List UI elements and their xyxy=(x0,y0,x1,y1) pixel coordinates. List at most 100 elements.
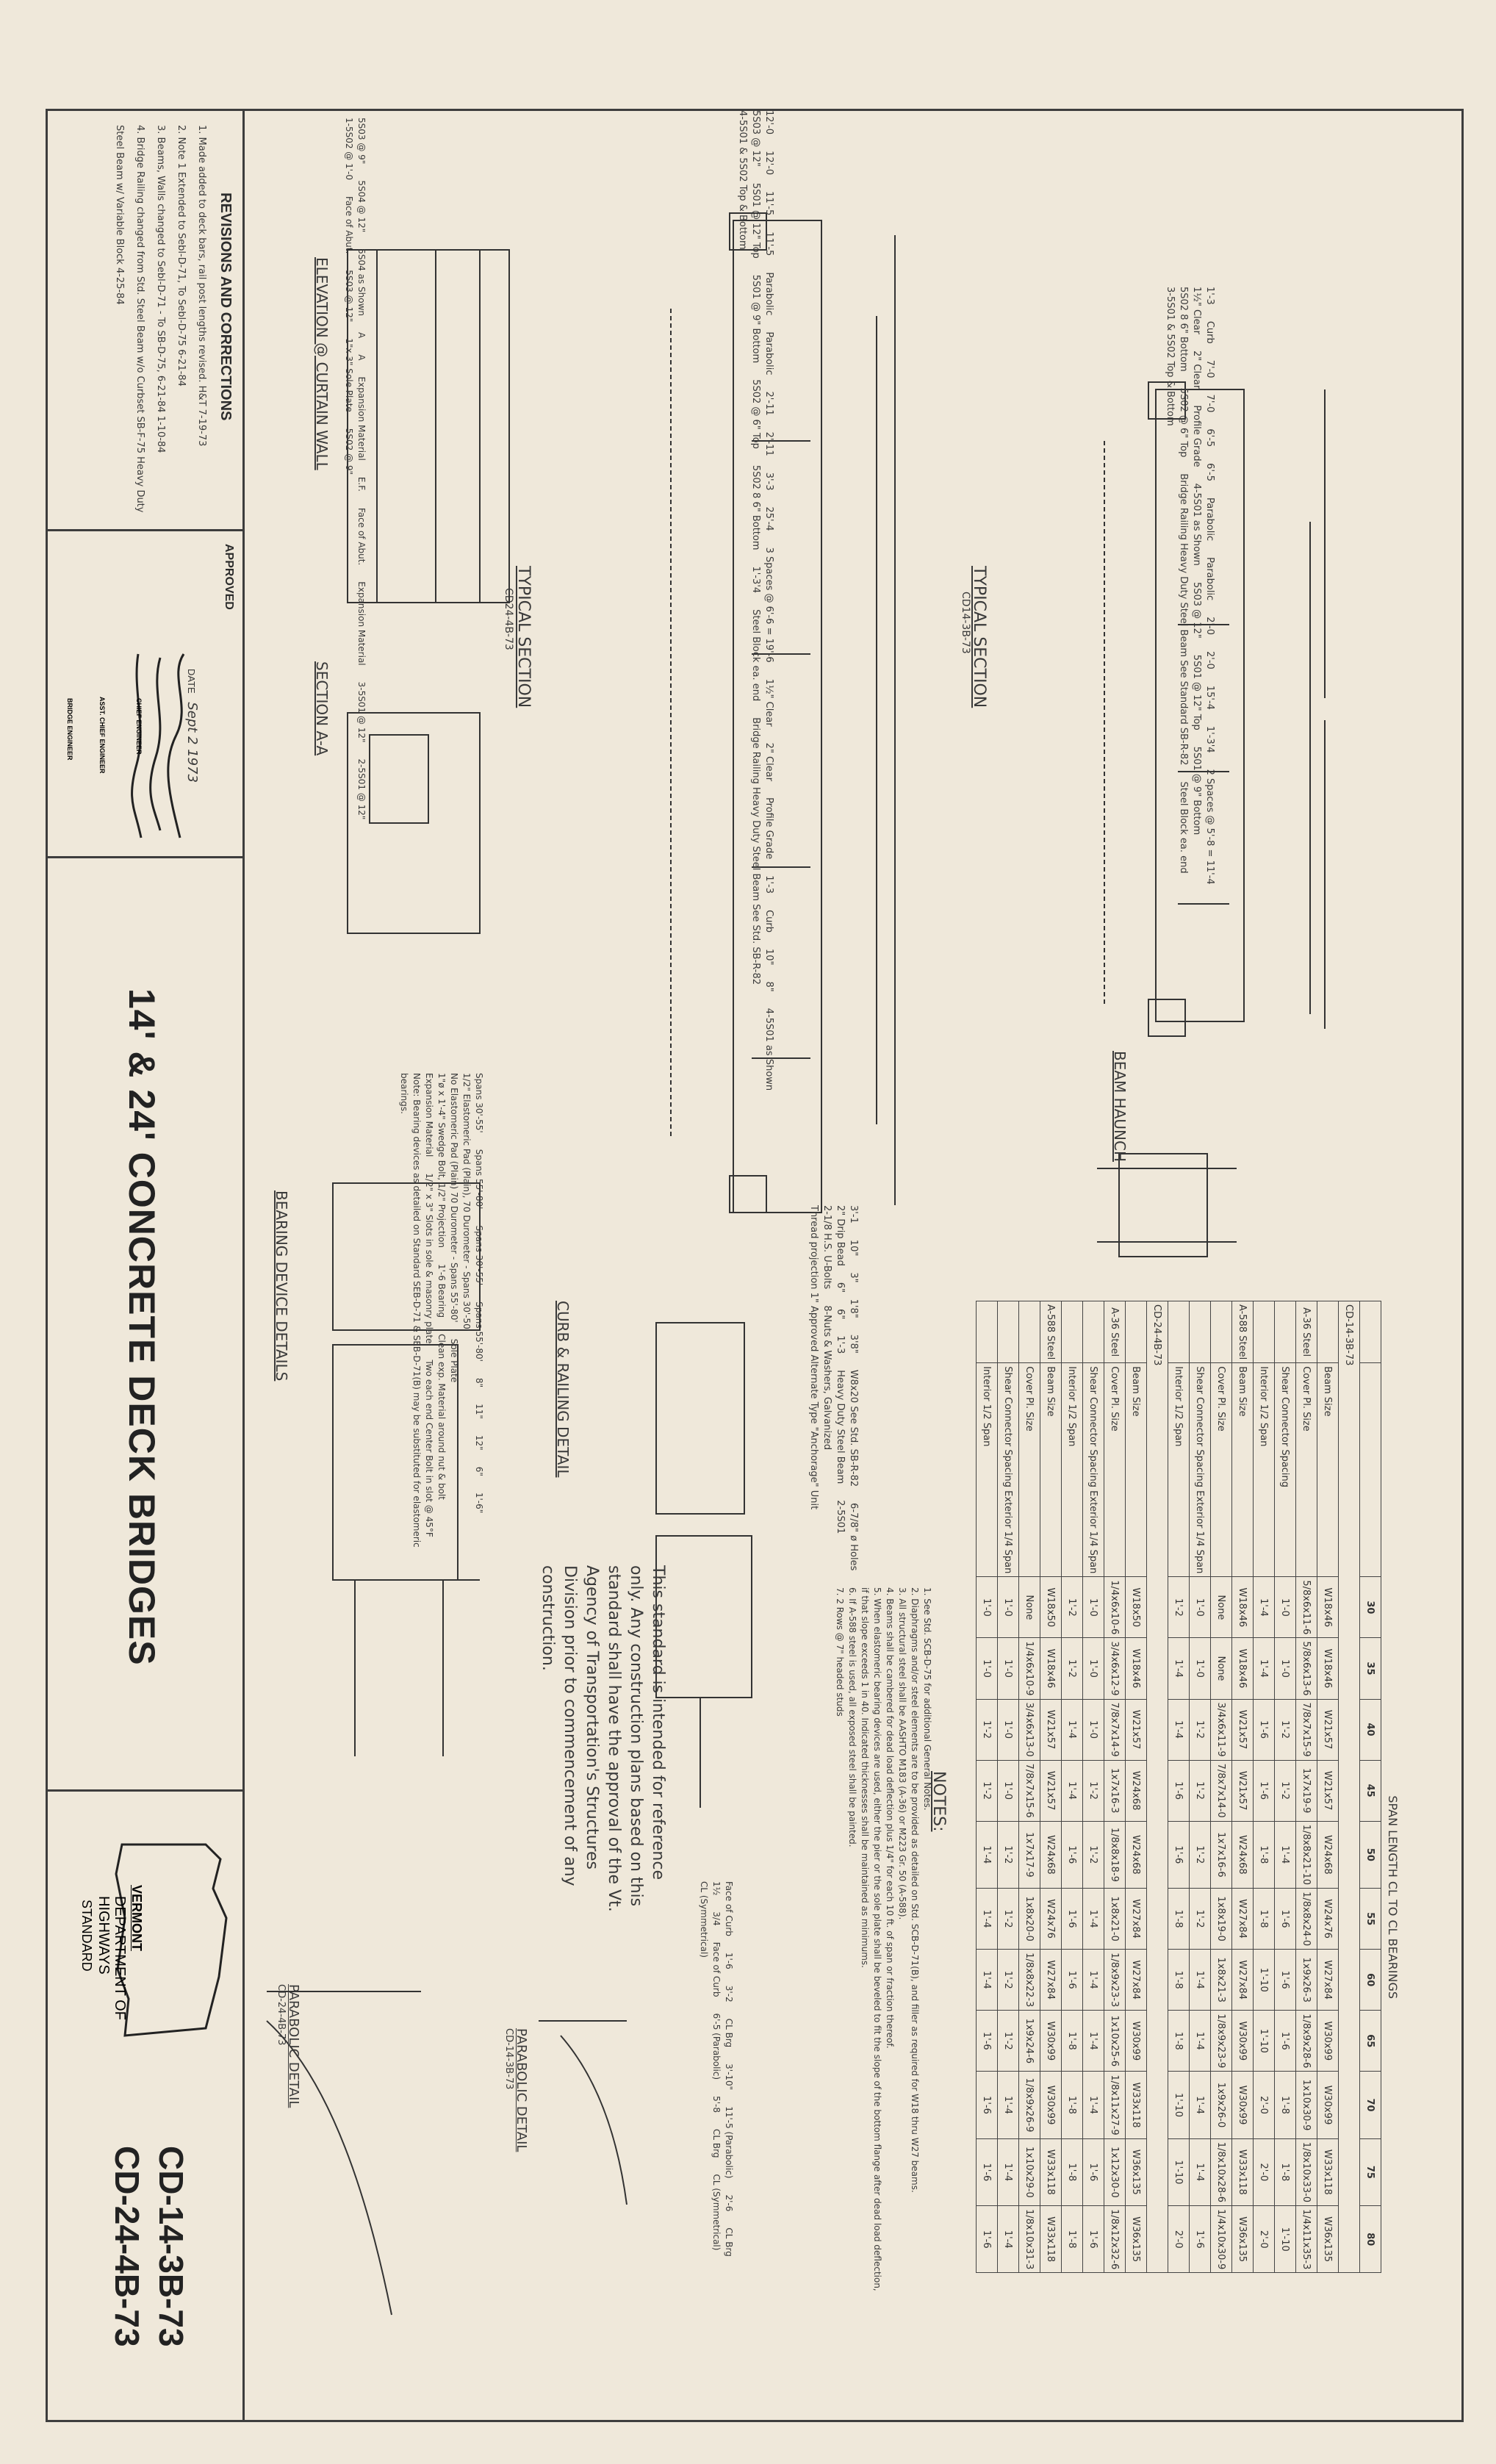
table-cell: 1/4x10x30-9 xyxy=(1210,2205,1232,2273)
agency-state: VERMONT xyxy=(129,1885,144,1951)
dimension-label: 4-5S01 as Shown xyxy=(1191,483,1202,566)
dimension-label: A xyxy=(356,332,367,339)
dimension-label: E.F. xyxy=(356,476,367,492)
table-cell: W30x99 xyxy=(1040,2071,1062,2139)
asst-chief-engineer-label: ASST. CHIEF ENGINEER xyxy=(98,697,106,774)
group-cell xyxy=(976,1301,998,1363)
dimension-label: 1'-3 xyxy=(835,1335,846,1354)
table-cell: 1'-2 xyxy=(1189,1699,1211,1761)
row-label-cell: Beam Size xyxy=(1125,1362,1147,1577)
table-cell: 1'-6 xyxy=(976,2071,998,2139)
dimension-label: 6-7/8" ø Holes xyxy=(848,1503,859,1571)
table-cell: 1'-4 xyxy=(997,2205,1019,2273)
parabolic-annotations: Face of Curb1'-63'-2CL Brg3'-10"11'-5 (P… xyxy=(697,1881,735,2293)
dimension-label: Spans 55'-80' xyxy=(474,1149,484,1210)
table-cell: 1x8x19-0 xyxy=(1210,1888,1232,1950)
dimension-label: 12'-0 xyxy=(763,151,774,176)
row-label-cell: Shear Connector Spacing Exterior 1/4 Spa… xyxy=(997,1362,1019,1577)
table-cell: 1'-4 xyxy=(976,1821,998,1889)
dimension-label: 5S02 @ 6" Top xyxy=(750,379,761,449)
typical-section-24-label: TYPICAL SECTION xyxy=(514,566,533,708)
parabolic-24-label: PARABOLIC DETAIL xyxy=(286,1984,301,2108)
table-cell: 1'-8 xyxy=(1061,2071,1083,2139)
table-cell: W36x135 xyxy=(1125,2138,1147,2206)
signatures-graphic xyxy=(131,653,185,838)
row-label-cell: Interior 1/2 Span xyxy=(1168,1362,1190,1577)
dimension-label: 5S01 @ 12" Top xyxy=(750,182,761,259)
dimension-label: Bridge Railing Heavy Duty Steel Beam See… xyxy=(1178,473,1189,766)
span-header-cell: 60 xyxy=(1359,1949,1381,2011)
table-cell: W33x118 xyxy=(1040,2205,1062,2273)
dimension-label: 2" Clear xyxy=(1191,350,1202,389)
table-cell: 1/8x12x32-6 xyxy=(1104,2205,1126,2273)
dimension-label: Heavy Duty Steel Beam xyxy=(835,1370,846,1484)
note-item: 6. If A-588 steel is used, all exposed s… xyxy=(847,1587,857,1847)
dimension-label: Two each end Center Bolt in slot @ 45°F xyxy=(424,1359,434,1537)
dimension-label: Spans 55'-80' xyxy=(474,1301,484,1362)
table-section-row: CD-24-4B-73 xyxy=(1146,1301,1168,2273)
table-cell: 1'-6 xyxy=(1168,1760,1190,1822)
dimension-label: 6" xyxy=(835,1309,846,1320)
row-label-cell: Shear Connector Spacing Exterior 1/4 Spa… xyxy=(1189,1362,1211,1577)
dimension-label: 3'-2 xyxy=(724,1985,734,2003)
group-cell xyxy=(1253,1301,1275,1363)
sheet-border xyxy=(46,109,1464,2422)
table-cell: W27x84 xyxy=(1231,1949,1254,2011)
table-cell: 1'-6 xyxy=(976,2010,998,2072)
dimension-label: 11" xyxy=(474,1404,484,1419)
span-header-cell: 65 xyxy=(1359,2010,1381,2072)
dimension-label: 5S02 8 6" Bottom xyxy=(1178,287,1189,372)
typical-section-14-sub: CD14-3B-73 xyxy=(960,592,971,654)
table-cell: 5/8x6x13-6 xyxy=(1295,1637,1317,1700)
drawing-number-14: CD-14-3B-73 xyxy=(152,2146,190,2347)
dimension-label: 25'-4 xyxy=(763,506,774,531)
table-cell: W30x99 xyxy=(1231,2071,1254,2139)
dimension-label: 1'-6" xyxy=(474,1492,484,1514)
group-cell xyxy=(1189,1301,1211,1363)
row-label-cell: Cover Pl. Size xyxy=(1210,1362,1232,1577)
table-cell: W36x135 xyxy=(1125,2205,1147,2273)
dimension-label: 5S01 @ 9" Bottom xyxy=(750,274,761,364)
table-cell: 1'-4 xyxy=(1082,1888,1104,1950)
dimension-label: 2'-11 xyxy=(763,431,774,456)
typical-section-14-label: TYPICAL SECTION xyxy=(970,566,988,708)
table-cell: 1'-6 xyxy=(976,2138,998,2206)
curb-railing-label: CURB & RAILING DETAIL xyxy=(554,1301,572,1478)
table-cell: 1'-0 xyxy=(1189,1637,1211,1700)
table-cell: 1'-2 xyxy=(997,1888,1019,1950)
dimension-label: 3'-10" xyxy=(724,2063,734,2091)
row-label-cell: Interior 1/2 Span xyxy=(976,1362,998,1577)
revision-item: 3. Beams, Walls changed to Sebl-D-71 - T… xyxy=(155,125,166,453)
table-cell: 1/8x11x27-9 xyxy=(1104,2071,1126,2139)
table-cell: W33x118 xyxy=(1040,2138,1062,2206)
dimension-label: 12'-0 xyxy=(763,110,774,135)
table-cell: 1x9x26-3 xyxy=(1295,1949,1317,2011)
dimension-label: 3'-1 xyxy=(848,1205,859,1224)
table-cell: 1x9x26-0 xyxy=(1210,2071,1232,2139)
dimension-label: 15'-4 xyxy=(1204,685,1215,710)
dimension-label: 7'-0 xyxy=(1204,394,1215,413)
dimension-label: 2" Clear xyxy=(763,742,774,782)
dimension-label: Parabolic xyxy=(1204,557,1215,601)
table-cell: 1'-8 xyxy=(1253,1821,1275,1889)
curb-14-top xyxy=(1148,381,1186,420)
table-cell: 1'-6 xyxy=(1253,1760,1275,1822)
table-cell: W27x84 xyxy=(1125,1888,1147,1950)
table-cell: 1'-8 xyxy=(1274,2138,1296,2206)
table-cell: W18x46 xyxy=(1231,1576,1254,1638)
table-cell: 1'-8 xyxy=(1168,1949,1190,2011)
dimension-label: 1'-3 xyxy=(763,875,774,894)
dimension-label: 8-Nuts & Washers, Galvanized xyxy=(821,1305,832,1451)
table-cell: 1'-0 xyxy=(1082,1576,1104,1638)
table-cell: 1/4x11x35-3 xyxy=(1295,2205,1317,2273)
table-cell: 1'-8 xyxy=(1274,2071,1296,2139)
drawing-area xyxy=(266,212,1326,2316)
table-cell: 1'-4 xyxy=(1082,1949,1104,2011)
table-cell: 2'-0 xyxy=(1253,2205,1275,2273)
table-cell: 1x9x24-6 xyxy=(1018,2010,1040,2072)
